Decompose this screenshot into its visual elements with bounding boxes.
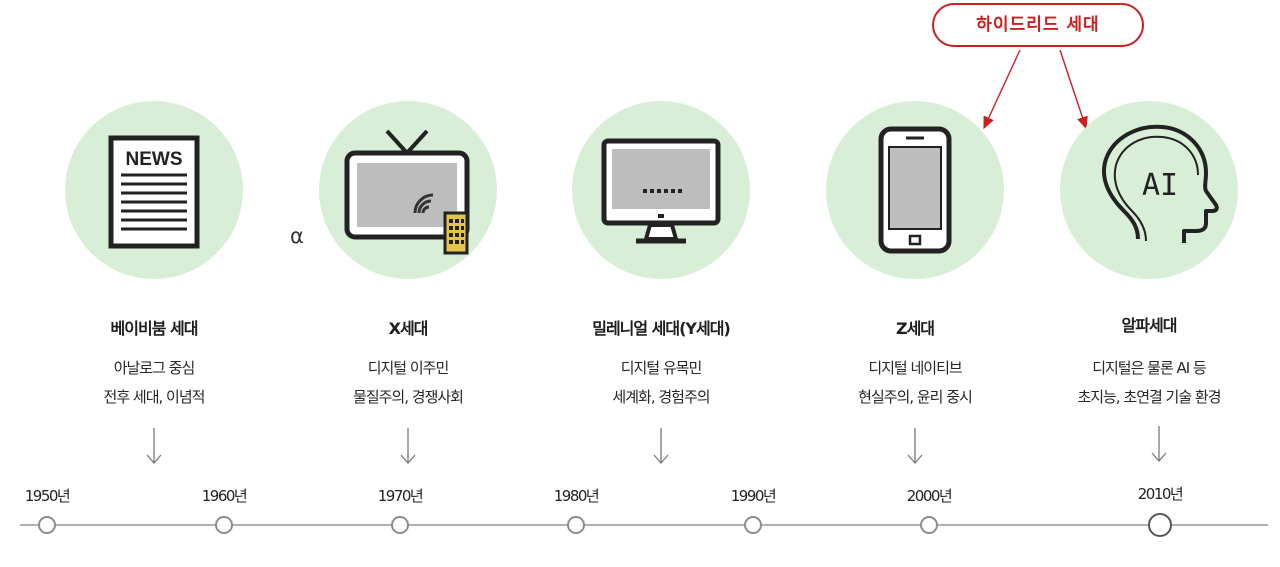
timeline-node <box>215 516 233 534</box>
gen-desc-line: 세계화, 경험주의 <box>612 388 710 406</box>
timeline-node <box>391 516 409 534</box>
baby-boom-icon-circle: NEWS <box>65 101 243 279</box>
year-label: 1960년 <box>201 487 248 505</box>
timeline-node <box>1148 513 1172 537</box>
gen-desc-line: 물질주의, 경쟁사회 <box>353 388 464 406</box>
year-label: 1970년 <box>377 487 424 505</box>
hybrid-generation-badge: 하이드리드 세대 <box>932 3 1144 47</box>
year-label: 1980년 <box>553 487 600 505</box>
alpha-gen-icon-circle: AI <box>1060 101 1238 279</box>
gen-desc-line: 초지능, 초연결 기술 환경 <box>1077 388 1221 406</box>
year-label: 1990년 <box>730 487 777 505</box>
gen-desc-line: 아날로그 중심 <box>113 359 196 377</box>
down-arrow-icon <box>146 428 162 464</box>
year-label: 2000년 <box>906 487 953 505</box>
gen-title-baby-boom: 베이비붐 세대 <box>110 319 199 338</box>
ai-text: AI <box>1142 168 1178 203</box>
y-gen-icon-circle <box>572 101 750 279</box>
down-arrow-icon <box>1151 426 1167 462</box>
gen-title-y: 밀레니얼 세대(Y세대) <box>592 319 731 338</box>
gen-title-z: Z세대 <box>895 319 935 338</box>
timeline-node <box>920 516 938 534</box>
timeline-node <box>567 516 585 534</box>
timeline-line <box>20 524 1268 526</box>
monitor-icon <box>601 138 721 244</box>
newspaper-title-text: NEWS <box>126 149 183 170</box>
gen-desc-line: 디지털은 물론 AI 등 <box>1092 359 1207 377</box>
down-arrow-icon <box>400 428 416 464</box>
timeline-node <box>744 516 762 534</box>
z-gen-icon-circle <box>826 101 1004 279</box>
alpha-symbol: α <box>290 224 304 248</box>
gen-desc-line: 디지털 유목민 <box>620 359 703 377</box>
year-label: 2010년 <box>1137 485 1184 503</box>
gen-desc-line: 현실주의, 윤리 중시 <box>858 388 973 406</box>
smartphone-icon <box>878 126 952 254</box>
ai-head-icon: AI <box>1102 124 1219 243</box>
down-arrow-icon <box>907 428 923 464</box>
down-arrow-icon <box>653 428 669 464</box>
gen-desc-line: 전후 세대, 이념적 <box>103 388 206 406</box>
gen-desc-alpha: 디지털은 물론 AI 등 초지능, 초연결 기술 환경 <box>1029 354 1269 412</box>
gen-title-alpha: 알파세대 <box>1121 316 1178 335</box>
timeline-node <box>38 516 56 534</box>
gen-desc-y: 디지털 유목민 세계화, 경험주의 <box>541 354 781 412</box>
tv-icon <box>344 129 470 255</box>
x-gen-icon-circle <box>319 101 497 279</box>
gen-desc-baby-boom: 아날로그 중심 전후 세대, 이념적 <box>34 354 274 412</box>
gen-desc-x: 디지털 이주민 물질주의, 경쟁사회 <box>288 354 528 412</box>
gen-title-x: X세대 <box>388 319 429 338</box>
gen-desc-line: 디지털 네이티브 <box>868 359 962 377</box>
gen-desc-z: 디지털 네이티브 현실주의, 윤리 중시 <box>795 354 1035 412</box>
gen-desc-line: 디지털 이주민 <box>367 359 450 377</box>
year-label: 1950년 <box>24 487 71 505</box>
newspaper-icon: NEWS <box>108 135 200 249</box>
